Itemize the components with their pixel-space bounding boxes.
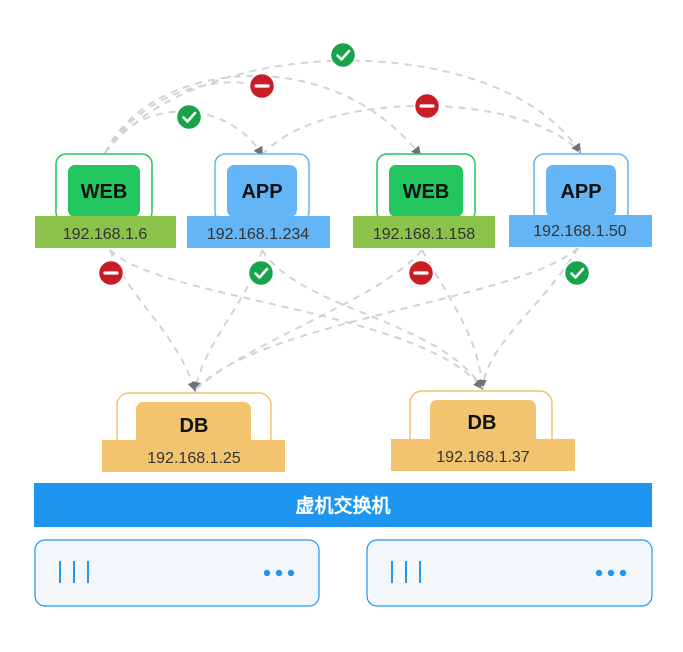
db-ip-label: 192.168.1.25: [147, 450, 241, 467]
connection-lines: [104, 59, 582, 392]
server-ip-label: 192.168.1.234: [207, 226, 309, 243]
server-role-label: APP: [241, 181, 282, 203]
server-node-web-1[interactable]: WEB 192.168.1.6: [35, 153, 176, 248]
check-circle-icon: [247, 259, 275, 287]
link-web1-web2: [104, 74, 422, 157]
server-role-label: WEB: [81, 181, 128, 203]
db-role-label: DB: [180, 415, 209, 437]
db-role-label: DB: [468, 412, 497, 434]
server-node-app-1[interactable]: APP 192.168.1.234: [187, 153, 330, 248]
host-box-1[interactable]: [34, 539, 320, 607]
db-node-2[interactable]: DB 192.168.1.37: [391, 390, 575, 471]
minus-circle-icon: [407, 259, 435, 287]
ellipsis-icon[interactable]: [263, 569, 295, 577]
ellipsis-icon[interactable]: [595, 569, 627, 577]
server-ip-label: 192.168.1.158: [373, 226, 475, 243]
vertical-bars-icon: [59, 561, 89, 583]
server-node-app-2[interactable]: APP 192.168.1.50: [509, 153, 652, 247]
link-web1-app4: [104, 59, 582, 154]
check-circle-icon: [563, 259, 591, 287]
link-web1-db2: [109, 249, 484, 390]
minus-circle-icon: [97, 259, 125, 287]
virtual-switch[interactable]: 虚机交换机: [34, 483, 652, 527]
server-role-label: WEB: [403, 181, 450, 203]
check-circle-icon: [175, 103, 203, 131]
link-app4-db1: [194, 247, 579, 391]
host-box-2[interactable]: [366, 539, 653, 607]
link-app2-db2: [261, 249, 483, 389]
status-badges: [97, 41, 591, 287]
link-web3-db1: [194, 249, 423, 391]
server-ip-label: 192.168.1.50: [533, 223, 627, 240]
server-node-web-2[interactable]: WEB 192.168.1.158: [353, 153, 495, 248]
server-ip-label: 192.168.1.6: [63, 226, 148, 243]
db-node-1[interactable]: DB 192.168.1.25: [102, 392, 285, 472]
virtual-switch-label: 虚机交换机: [295, 494, 390, 517]
link-app4-db2: [481, 247, 579, 389]
server-role-label: APP: [560, 181, 601, 203]
db-ip-label: 192.168.1.37: [436, 449, 530, 466]
minus-circle-icon: [248, 72, 276, 100]
vertical-bars-icon: [391, 561, 421, 583]
check-circle-icon: [329, 41, 357, 69]
minus-circle-icon: [413, 92, 441, 120]
